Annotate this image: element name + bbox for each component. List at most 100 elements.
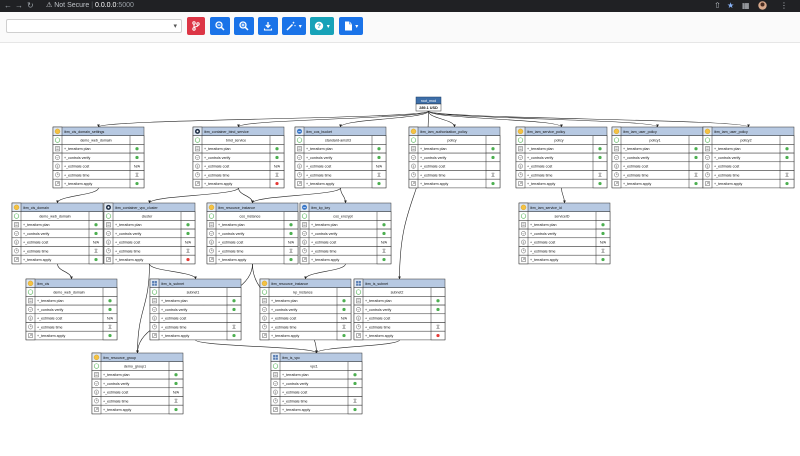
status-hourglass-icon [491, 172, 495, 177]
profile-avatar[interactable] [758, 1, 767, 12]
estimate-time-icon [518, 172, 523, 178]
status-hourglass-icon [289, 248, 293, 253]
status-ok-icon [377, 147, 381, 151]
resource-node[interactable]: ibm_iam_service_policypolicy+_terraform … [515, 126, 608, 189]
terraform-apply-icon [195, 181, 200, 186]
dependency-edge [148, 187, 239, 204]
terraform-plan-icon [262, 298, 267, 304]
share-icon[interactable]: ⇧ [714, 1, 721, 10]
resource-node[interactable]: ibm_container_vpc_clustercluster+_terraf… [103, 202, 196, 265]
operation-label: +_terraform plan [311, 223, 337, 227]
wand-dropdown-button[interactable]: ▾ [282, 17, 306, 35]
status-ok-icon [694, 147, 698, 151]
node-resource-name: cos_encrypt [333, 215, 352, 219]
estimate-time-icon [273, 398, 278, 404]
reload-icon[interactable]: ↻ [27, 1, 34, 10]
status-ok-icon [785, 155, 789, 160]
terraform-apply-icon [28, 333, 33, 338]
download-button[interactable] [258, 17, 278, 35]
resource-node[interactable]: ibm_container_bind_servicebind_service+_… [192, 126, 285, 189]
status-hourglass-icon [174, 398, 178, 403]
resource-node[interactable]: ibm_cos_bucketstandard-ams03+_terraform … [294, 126, 387, 189]
status-ok-icon [342, 299, 346, 303]
resource-node[interactable]: ibm_resource_groupdemo_group1+_terraform… [91, 352, 184, 415]
status-ok-icon [785, 181, 789, 186]
operation-label: +_terraform plan [23, 223, 49, 227]
module-select[interactable]: ▾ [6, 19, 182, 33]
status-hourglass-icon [342, 324, 346, 329]
estimate-time-icon [297, 172, 302, 178]
node-resource-name: policy1 [649, 139, 660, 143]
node-title: ibm_is_vpc [282, 356, 300, 360]
estimate-time-icon [106, 248, 111, 254]
resource-type-icon [520, 204, 527, 211]
resource-type-icon [93, 354, 100, 361]
terraform-plan-icon [152, 298, 157, 304]
url-port: :5000 [116, 2, 134, 9]
zoom-in-button[interactable] [234, 17, 254, 35]
root-module-node[interactable]: root_mod 289.1 USD [415, 96, 442, 112]
operation-label: +_estimate time [103, 399, 128, 403]
operation-label: +_terraform plan [271, 299, 297, 303]
operation-label: +_terraform apply [714, 182, 742, 186]
resource-type-icon [152, 280, 157, 286]
resource-node[interactable]: ibm_cis_domaindemo_web_domain+_terraform… [11, 202, 104, 265]
terraform-plan-icon [195, 146, 200, 152]
resource-type-icon [704, 128, 711, 135]
operation-label: +_estimate cost [23, 241, 48, 245]
bookmark-star-icon[interactable]: ★ [727, 1, 735, 10]
estimate-cost-icon: $ [209, 239, 214, 245]
status-ok-icon [232, 307, 236, 312]
dependency-edge [251, 187, 341, 204]
operation-label: +_controls verify [530, 232, 556, 236]
resource-name-icon [194, 137, 201, 143]
status-ok-icon [186, 223, 190, 227]
operation-label: +_estimate time [218, 249, 243, 253]
terraform-apply-icon [356, 333, 361, 338]
svg-text:$: $ [30, 316, 32, 320]
node-title: ibm_resource_group [103, 356, 136, 360]
terraform-plan-icon [356, 298, 361, 304]
operation-label: +_estimate time [271, 325, 296, 329]
dependency-edge [340, 187, 347, 204]
operation-label: +_terraform plan [530, 223, 556, 227]
file-dropdown-button[interactable]: ▾ [339, 17, 363, 35]
resource-node[interactable]: ibm_iam_authorization_policypolicy+_terr… [408, 126, 501, 189]
node-resource-name: policy2 [740, 139, 751, 143]
terraform-plan-icon [521, 222, 526, 228]
forward-arrow-icon[interactable]: → [15, 1, 23, 10]
controls-verify-icon [106, 231, 111, 236]
estimate-time-icon [614, 172, 619, 178]
back-arrow-icon[interactable]: ← [4, 1, 12, 10]
zoom-out-button[interactable] [210, 17, 230, 35]
operation-label: +_terraform plan [306, 147, 332, 151]
controls-verify-icon [14, 231, 19, 236]
extensions-icon[interactable]: ▦ [742, 1, 750, 10]
address-bar[interactable]: ⚠ Not Secure | 0.0.0.0:5000 [46, 2, 134, 9]
resource-node[interactable]: ibm_resource_instancekp_instance+_terraf… [259, 278, 352, 341]
help-dropdown-button[interactable]: ? ▾ [310, 17, 334, 35]
terraform-plan-icon [518, 146, 523, 152]
operation-label: +_estimate time [623, 173, 648, 177]
svg-text:$: $ [413, 164, 415, 168]
svg-text:$: $ [16, 240, 18, 244]
terraform-apply-icon [297, 181, 302, 186]
menu-kebab-icon[interactable]: ⋮ [780, 1, 788, 10]
resource-type-icon [27, 280, 34, 287]
branch-button[interactable] [187, 17, 205, 35]
status-ok-icon [353, 381, 357, 386]
controls-verify-icon [273, 381, 278, 386]
resource-node[interactable]: ibm_cis_domain_settingsdemo_web_domain+_… [52, 126, 145, 189]
node-title: ibm_iam_user_policy [714, 130, 748, 134]
status-hourglass-icon [353, 398, 357, 403]
resource-node[interactable]: ibm_resource_instancecos_instance+_terra… [206, 202, 299, 265]
